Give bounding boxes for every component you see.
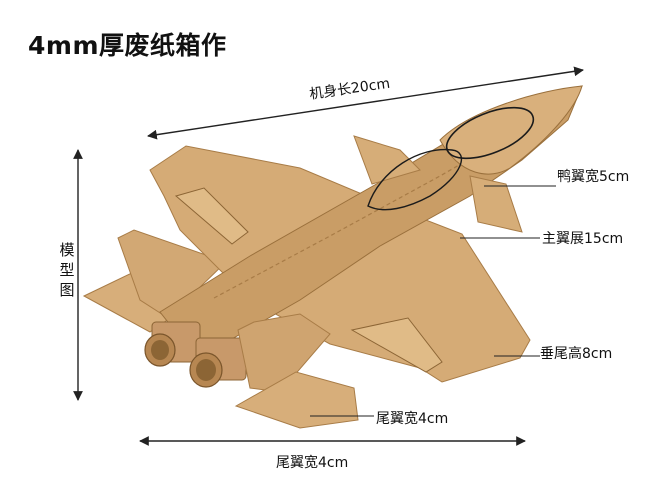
right-wing-flap [350, 317, 443, 373]
length-dimension-line [147, 66, 584, 140]
canard [353, 135, 421, 185]
canopy-side-line [367, 148, 462, 211]
wingspan-label: 主翼展15cm [542, 231, 624, 247]
page-title: 4mm厚废纸箱作 [28, 31, 227, 60]
canard-right [469, 175, 523, 233]
right-engine-nozzle [189, 337, 247, 388]
right-tail-stabilizer [234, 371, 359, 429]
nose-cone [439, 85, 583, 175]
left-wing-flap [174, 187, 249, 245]
tail-wing-label: 尾翼宽4cm [376, 411, 449, 427]
side-label: 模型图 [59, 241, 75, 299]
canard-label: 鸭翼宽5cm [557, 169, 630, 185]
vtail-label: 垂尾高8cm [540, 346, 613, 362]
bottom-width-label: 尾翼宽4cm [276, 455, 349, 471]
right-vertical-fin [237, 313, 331, 393]
left-engine-nozzle [144, 321, 201, 367]
